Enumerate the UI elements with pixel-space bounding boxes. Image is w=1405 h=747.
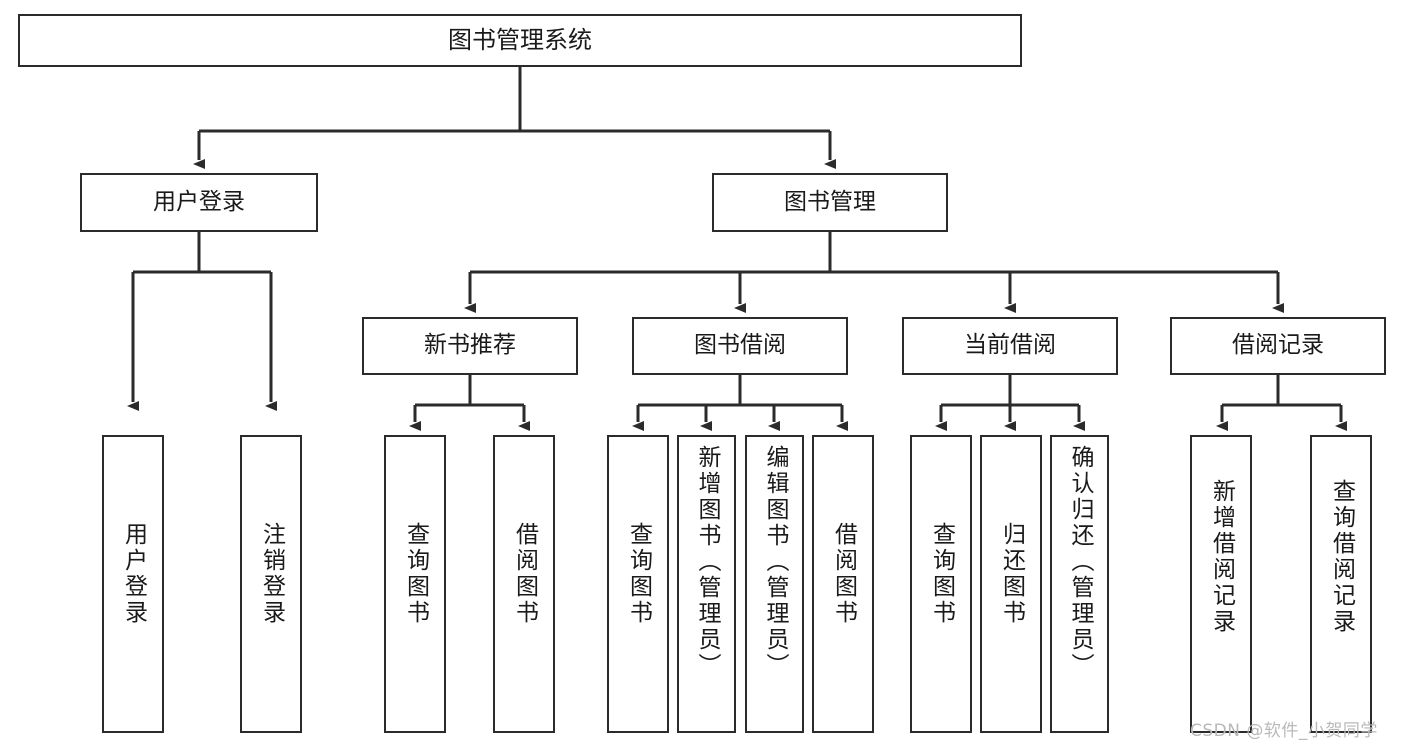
node-label: 新书推荐 — [424, 332, 516, 359]
node-new-book-recommend[interactable]: 新书推荐 — [362, 317, 578, 375]
node-leaf-query-borrow-record[interactable]: 查询借阅记录 — [1310, 435, 1372, 733]
node-book-borrow[interactable]: 图书借阅 — [632, 317, 848, 375]
node-label: 查询借阅记录 — [1328, 479, 1355, 635]
node-label: 图书管理 — [784, 188, 876, 215]
node-leaf-borrow-book-1[interactable]: 借阅图书 — [493, 435, 555, 733]
node-leaf-confirm-return[interactable]: 确认归还（管理员） — [1050, 435, 1109, 733]
node-leaf-add-borrow-record[interactable]: 新增借阅记录 — [1190, 435, 1252, 733]
node-label: 用户登录 — [120, 522, 147, 626]
node-label: 图书管理系统 — [448, 26, 592, 55]
node-book-management[interactable]: 图书管理 — [712, 173, 948, 232]
csdn-watermark: CSDN @软件_小贺同学 — [1190, 721, 1378, 741]
node-label: 新增图书（管理员） — [694, 445, 720, 679]
node-leaf-return-book[interactable]: 归还图书 — [980, 435, 1042, 733]
node-label: 确认归还（管理员） — [1067, 445, 1093, 679]
node-leaf-query-book-2[interactable]: 查询图书 — [607, 435, 669, 733]
node-leaf-logout-login[interactable]: 注销登录 — [240, 435, 302, 733]
node-label: 借阅记录 — [1232, 332, 1324, 359]
node-label: 编辑图书（管理员） — [762, 445, 788, 679]
node-label: 查询图书 — [928, 522, 955, 626]
node-label: 新增借阅记录 — [1208, 479, 1235, 635]
node-leaf-edit-book[interactable]: 编辑图书（管理员） — [745, 435, 804, 733]
node-current-borrow[interactable]: 当前借阅 — [902, 317, 1118, 375]
node-leaf-user-login[interactable]: 用户登录 — [102, 435, 164, 733]
node-label: 注销登录 — [258, 522, 285, 626]
node-label: 借阅图书 — [511, 522, 538, 626]
node-label: 借阅图书 — [830, 522, 857, 626]
node-borrow-record[interactable]: 借阅记录 — [1170, 317, 1386, 375]
node-label: 查询图书 — [402, 522, 429, 626]
node-label: 当前借阅 — [964, 332, 1056, 359]
node-user-login[interactable]: 用户登录 — [80, 173, 318, 232]
node-label: 查询图书 — [625, 522, 652, 626]
node-leaf-query-book-3[interactable]: 查询图书 — [910, 435, 972, 733]
node-label: 图书借阅 — [694, 332, 786, 359]
node-root-system[interactable]: 图书管理系统 — [18, 14, 1022, 67]
node-label: 归还图书 — [998, 522, 1025, 626]
node-leaf-query-book-1[interactable]: 查询图书 — [384, 435, 446, 733]
node-leaf-add-book[interactable]: 新增图书（管理员） — [677, 435, 736, 733]
node-leaf-borrow-book-2[interactable]: 借阅图书 — [812, 435, 874, 733]
node-label: 用户登录 — [153, 188, 245, 215]
